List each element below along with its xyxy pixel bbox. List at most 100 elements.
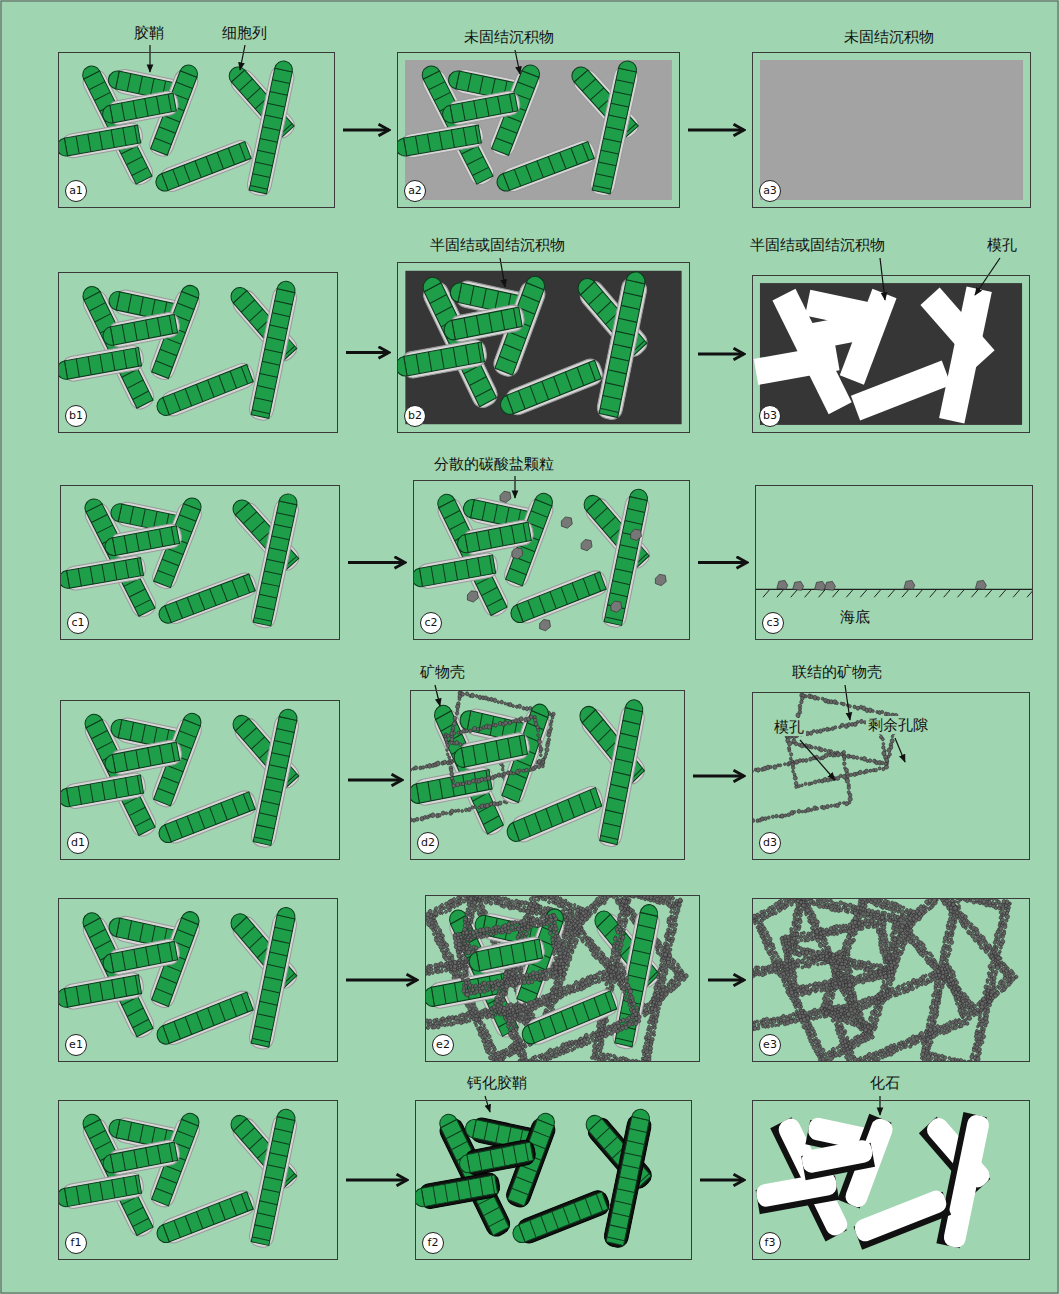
mineral-grain [842, 762, 846, 766]
sheath [63, 771, 147, 810]
cell-wall [613, 772, 630, 776]
mineral-grain [474, 1023, 478, 1027]
cell-wall [603, 395, 621, 399]
filament [153, 360, 257, 421]
mineral-grain [828, 728, 831, 731]
cell-wall [616, 80, 634, 84]
cell-wall [518, 391, 525, 409]
cell-wall [499, 356, 517, 363]
cell-wall [434, 92, 450, 100]
cell-wall [176, 602, 182, 619]
mineral-grain [481, 1038, 486, 1044]
cell-wall [514, 759, 531, 766]
cell-wall [272, 753, 290, 757]
mineral-grain [446, 743, 450, 748]
seafloor-hatch [860, 589, 867, 597]
mineral-grain [849, 773, 853, 777]
cell-wall [128, 294, 132, 312]
filament [103, 522, 183, 560]
cell-cap [58, 989, 68, 1009]
mineral-grain [864, 769, 868, 774]
cell-wall [102, 564, 105, 582]
sheath [250, 497, 301, 629]
mineral-grain [848, 796, 853, 801]
mineral-grain [869, 769, 873, 773]
filament [250, 492, 302, 630]
mineral-grain [545, 743, 549, 748]
mineral-grain [536, 728, 540, 732]
cell-wall [487, 598, 503, 606]
cell-row [64, 975, 141, 1007]
cell-wall [255, 162, 272, 166]
cell-wall [95, 314, 111, 322]
cell-row [64, 347, 141, 379]
cell-cap [420, 274, 441, 292]
cell-wall [262, 127, 279, 131]
cell-wall [174, 393, 180, 410]
filament [507, 568, 610, 628]
cell-wall [99, 132, 102, 150]
cell-wall [89, 929, 105, 938]
mineral-grain [443, 955, 449, 961]
cell-wall [583, 578, 589, 595]
seafloor-hatch [874, 589, 881, 597]
cell-wall [185, 389, 191, 406]
mineral-grain [466, 908, 469, 911]
cell-wall [134, 949, 137, 968]
cell-wall [142, 725, 146, 743]
cell-wall [597, 301, 611, 314]
mineral-grain [478, 1021, 482, 1025]
mineral-grain [523, 905, 526, 909]
cell-wall [431, 566, 434, 584]
cell-cap [225, 63, 244, 82]
cell-wall [91, 514, 107, 522]
mineral-grain [415, 817, 419, 822]
mineral-grain [812, 729, 815, 733]
cell-wall [478, 343, 481, 362]
cell-wall [133, 1019, 149, 1028]
mineral-grain [452, 783, 456, 788]
cell-cap [182, 909, 202, 925]
mineral-grain [542, 760, 546, 764]
cell-wall [206, 157, 212, 174]
cell-wall [251, 737, 264, 749]
cell-wall [625, 521, 642, 525]
cell-wall [133, 391, 149, 399]
filament [448, 690, 556, 767]
cell-wall [510, 568, 527, 575]
cell-wall [243, 512, 256, 524]
mineral-grain [478, 899, 481, 902]
mineral-grain [756, 767, 761, 772]
cell-wall [257, 606, 275, 610]
mineral-grain [793, 810, 796, 813]
filament [103, 739, 183, 778]
mineral-grain [815, 807, 818, 811]
cell-wall [158, 788, 175, 795]
cell-cap [107, 290, 119, 310]
cell-wall [198, 812, 204, 829]
sheath [400, 122, 485, 160]
cell-cap [103, 538, 115, 557]
sheath [107, 311, 181, 349]
seafloor-hatch [763, 589, 770, 597]
cell-wall [463, 128, 466, 146]
mineral-grain [835, 701, 838, 705]
cell-wall [572, 583, 578, 600]
cell-wall [489, 313, 492, 332]
mineral-grain [881, 745, 885, 749]
cell-wall [195, 161, 201, 178]
cell-wall [476, 532, 479, 550]
cell-wall [133, 101, 136, 119]
cell-row [604, 497, 647, 626]
filament [101, 311, 181, 350]
cell-wall [257, 386, 275, 390]
mineral-grain [430, 813, 435, 819]
cell-wall [124, 536, 127, 554]
mineral-grain [791, 770, 794, 774]
cell-wall [140, 297, 144, 315]
cell-wall [123, 128, 126, 146]
mineral-grain [507, 1053, 511, 1057]
cell-wall [253, 174, 270, 178]
sheath [499, 138, 598, 195]
cell-wall [243, 728, 256, 740]
